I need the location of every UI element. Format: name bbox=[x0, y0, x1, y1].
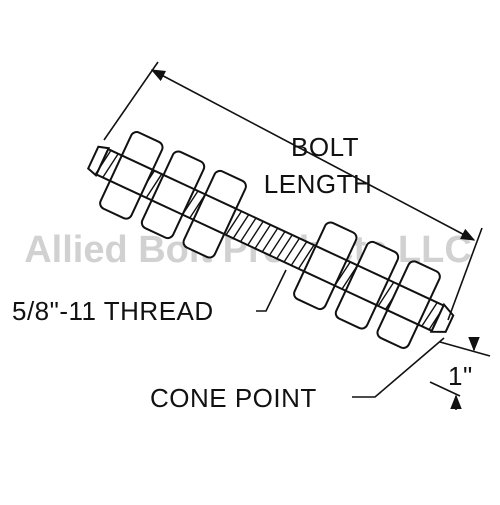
extension-line-right bbox=[447, 227, 483, 321]
cone-ext-lower bbox=[429, 381, 461, 397]
thread-leader bbox=[256, 269, 287, 312]
right-nut-3 bbox=[376, 260, 441, 349]
cone-point-leader bbox=[352, 337, 445, 398]
extension-line-left bbox=[103, 61, 159, 141]
cone-point-dimension bbox=[429, 337, 491, 410]
bolt-length-label-line1: BOLT bbox=[291, 132, 359, 162]
bolt-length-label-line2: LENGTH bbox=[264, 169, 372, 199]
cone-point-label: CONE POINT bbox=[150, 383, 317, 413]
left-nut-1 bbox=[99, 131, 164, 220]
thread-label: 5/8"-11 THREAD bbox=[12, 296, 214, 326]
bolt-length-arrow bbox=[150, 69, 476, 241]
cone-dimension-label: 1" bbox=[448, 361, 473, 391]
right-nut-2 bbox=[334, 240, 400, 330]
cone-ext-upper bbox=[439, 341, 491, 357]
bolt-length-dimension bbox=[103, 61, 483, 321]
